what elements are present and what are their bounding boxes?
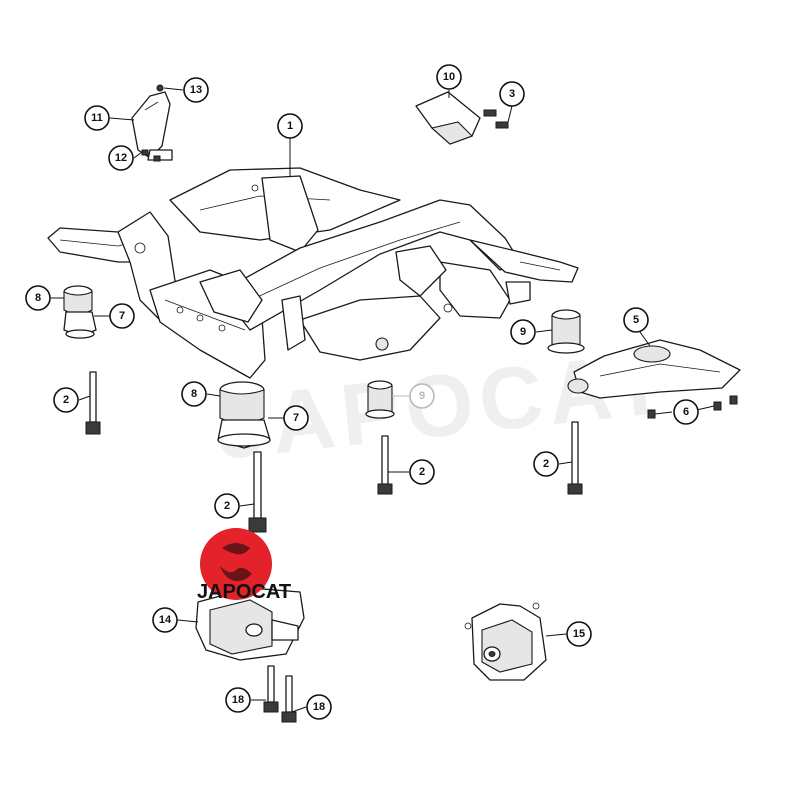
bolt-2-center — [248, 451, 267, 533]
callout-label: 8 — [191, 388, 197, 400]
callout-label: 1 — [287, 120, 293, 132]
callout-1: 1 — [277, 113, 303, 139]
bracket-11 — [131, 84, 173, 161]
callout-9-center: 9 — [409, 383, 435, 409]
callout-label: 10 — [443, 71, 455, 83]
callout-label: 8 — [35, 292, 41, 304]
engine-mount-15 — [464, 602, 547, 681]
callout-label: 3 — [509, 88, 515, 100]
leader-lines — [51, 87, 715, 713]
callout-8-left: 8 — [25, 285, 51, 311]
callout-label: 9 — [419, 390, 425, 402]
brand-logo: JAPOCAT — [197, 528, 291, 603]
engine-mount-14 — [195, 587, 305, 661]
callout-2-center: 2 — [214, 493, 240, 519]
bushing-8-center — [217, 381, 271, 449]
callout-label: 11 — [91, 112, 103, 124]
callout-14: 14 — [152, 607, 178, 633]
callout-label: 7 — [119, 310, 125, 322]
callout-12: 12 — [108, 145, 134, 171]
callout-13: 13 — [183, 77, 209, 103]
callout-7-left: 7 — [109, 303, 135, 329]
brand-logo-text: JAPOCAT — [197, 581, 291, 603]
callout-label: 12 — [115, 152, 127, 164]
callout-9-right: 9 — [510, 319, 536, 345]
bolt-18-left — [263, 665, 279, 713]
callout-label: 2 — [224, 500, 230, 512]
bolt-18-right — [281, 675, 297, 723]
bushing-9-right — [547, 309, 585, 354]
skid-plate-10 — [415, 91, 481, 145]
bushing-8-left — [63, 285, 97, 339]
callout-5: 5 — [623, 307, 649, 333]
callout-label: 2 — [419, 466, 425, 478]
callout-label: 6 — [683, 406, 689, 418]
brand-watermark: JAPOCAT — [212, 332, 676, 478]
callout-2-left: 2 — [53, 387, 79, 413]
bolt-2-left — [85, 371, 101, 435]
callout-7-center: 7 — [283, 405, 309, 431]
callout-label: 2 — [543, 458, 549, 470]
callout-11: 11 — [84, 105, 110, 131]
control-arm-5 — [567, 339, 741, 399]
callout-label: 18 — [313, 701, 325, 713]
callout-label: 18 — [232, 694, 244, 706]
callout-8-center: 8 — [181, 381, 207, 407]
bushing-9-center — [365, 380, 395, 419]
callout-label: 15 — [573, 628, 585, 640]
callout-6: 6 — [673, 399, 699, 425]
callout-label: 13 — [190, 84, 202, 96]
callout-label: 7 — [293, 412, 299, 424]
callout-label: 9 — [520, 326, 526, 338]
callout-2-right: 2 — [533, 451, 559, 477]
callout-10: 10 — [436, 64, 462, 90]
callout-label: 5 — [633, 314, 639, 326]
callout-15: 15 — [566, 621, 592, 647]
bolt-2-right — [567, 421, 583, 495]
callout-label: 2 — [63, 394, 69, 406]
callout-3: 3 — [499, 81, 525, 107]
bolt-3 — [483, 109, 509, 129]
crossmember-frame — [47, 167, 579, 379]
callout-label: 14 — [159, 614, 172, 626]
bolt-2-middle — [377, 435, 393, 495]
callout-2-middle: 2 — [409, 459, 435, 485]
callout-18-right: 18 — [306, 694, 332, 720]
callout-18-left: 18 — [225, 687, 251, 713]
